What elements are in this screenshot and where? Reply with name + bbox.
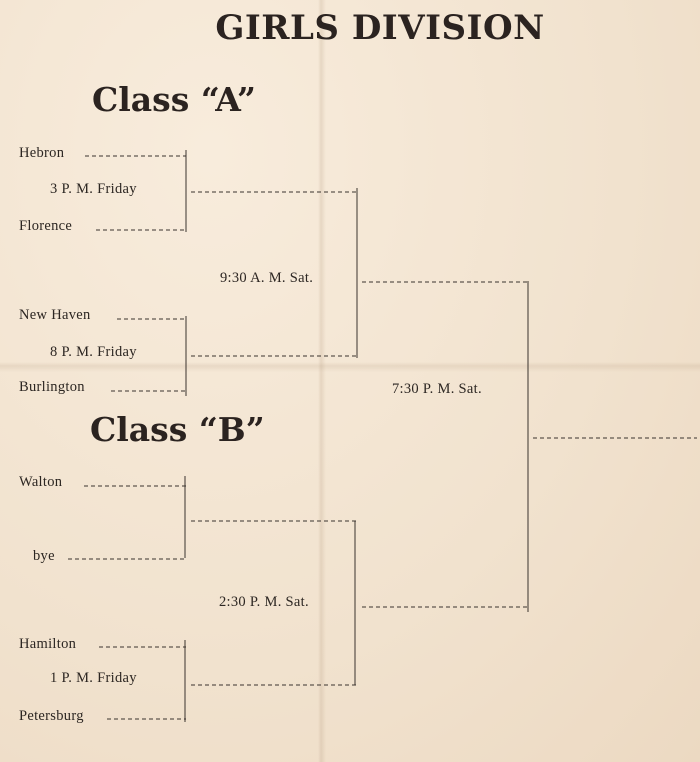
- final-time: 7:30 P. M. Sat.: [392, 381, 482, 397]
- team-florence: Florence: [19, 218, 73, 234]
- game-time-a1: 3 P. M. Friday: [50, 181, 137, 197]
- dashed-lines: [68, 155, 697, 720]
- semifinal-time-a: 9:30 A. M. Sat.: [220, 270, 314, 286]
- team-hebron: Hebron: [19, 145, 65, 161]
- team-hamilton: Hamilton: [19, 636, 77, 652]
- class-a-heading: Class “A”: [92, 80, 256, 119]
- vertical-lines: [184, 150, 529, 722]
- team-petersburg: Petersburg: [19, 708, 84, 724]
- semifinal-time-b: 2:30 P. M. Sat.: [219, 594, 309, 610]
- team-burlington: Burlington: [19, 379, 85, 395]
- page-title: GIRLS DIVISION: [215, 8, 545, 48]
- team-new-haven: New Haven: [19, 307, 91, 323]
- team-walton: Walton: [19, 474, 63, 490]
- game-time-a2: 8 P. M. Friday: [50, 344, 137, 360]
- class-b-heading: Class “B”: [90, 410, 265, 449]
- game-time-b1: 1 P. M. Friday: [50, 670, 137, 686]
- team-bye: bye: [33, 548, 55, 564]
